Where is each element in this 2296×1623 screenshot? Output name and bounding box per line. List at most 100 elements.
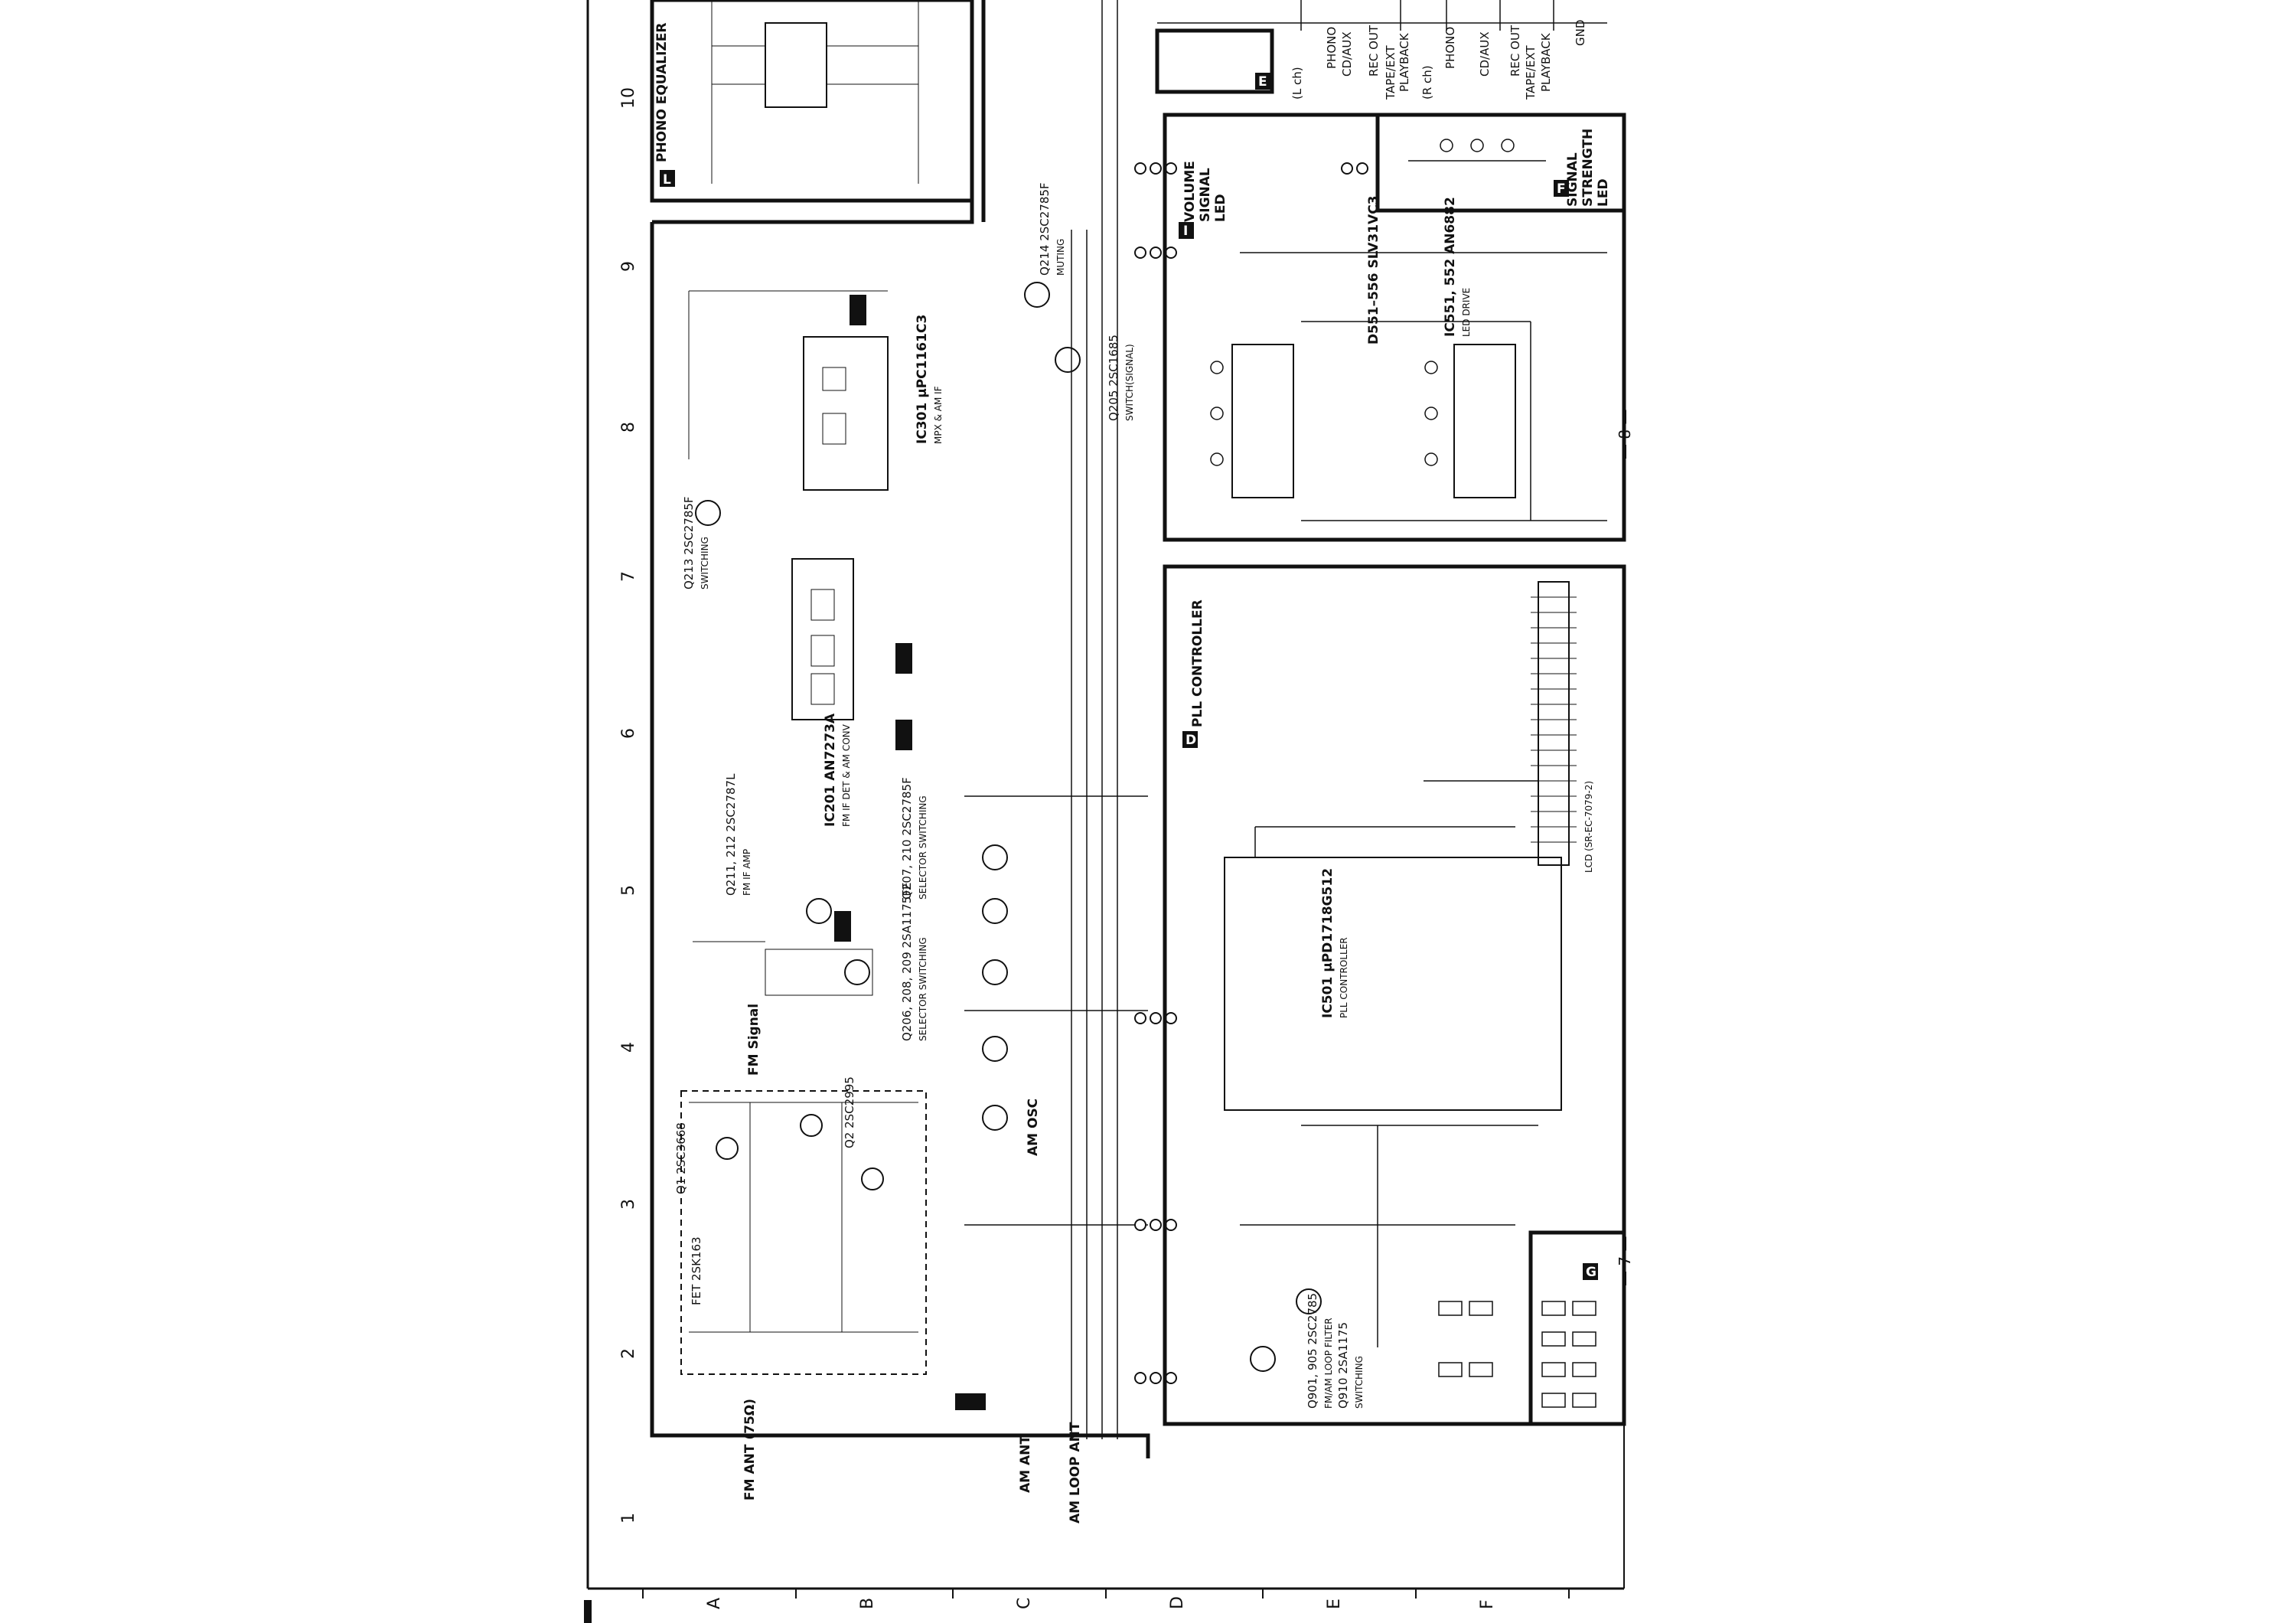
grid-row-8: 8 <box>619 422 638 433</box>
signal-led-title-3: LED <box>1596 178 1611 207</box>
label-q206: Q206, 208, 209 2SA1175FE <box>900 883 914 1041</box>
label-rec-out-l: REC OUT <box>1367 24 1381 77</box>
label-phono-r: PHONO <box>1443 27 1457 69</box>
label-q207: Q207, 210 2SC2785F <box>900 777 914 900</box>
volume-led-title-1: VOLUME <box>1182 161 1198 222</box>
label-q213-role: SWITCHING <box>700 537 710 589</box>
label-q214: Q214 2SC2785F <box>1038 182 1052 276</box>
grid-row-4: 4 <box>619 1042 638 1053</box>
grid-col-a: A <box>705 1598 724 1609</box>
label-l-ch: (L ch) <box>1290 67 1304 100</box>
ic301-body <box>803 336 889 491</box>
fm-frontend-box <box>680 1090 927 1375</box>
ic551-body <box>1231 344 1294 498</box>
label-tape-ext-l: TAPE/EXT <box>1384 45 1397 100</box>
label-q1: Q1 2SC3668 <box>674 1122 688 1194</box>
block-g-switches: G <box>1438 1230 1626 1426</box>
label-am-loop-ant: AM LOOP ANT <box>1068 1422 1083 1523</box>
label-q211-role: FM IF AMP <box>742 849 752 896</box>
label-phono-l: PHONO <box>1325 27 1339 69</box>
label-q214-role: MUTING <box>1055 239 1066 276</box>
grid-col-f: F <box>1478 1599 1497 1609</box>
block-volume-signal-led: I VOLUME SIGNAL LED D551–556 SLV31VC3 IC… <box>1163 113 1626 542</box>
block-letter-box <box>660 170 675 187</box>
label-tape-ext-r: TAPE/EXT <box>1524 45 1538 100</box>
phono-eq-title: PHONO EQUALIZER <box>654 23 670 162</box>
label-ic301: IC301 µPC1161C3 <box>915 315 930 444</box>
pll-letter: D <box>1186 733 1196 748</box>
grid-row-1: 1 <box>619 1513 638 1523</box>
grid-col-d: D <box>1168 1596 1187 1609</box>
ic552-body <box>1453 344 1516 498</box>
volume-led-title-3: LED <box>1213 194 1228 222</box>
ic201-body <box>791 558 854 720</box>
grid-col-e: E <box>1325 1599 1344 1609</box>
label-q211: Q211, 212 2SC2787L <box>724 773 738 896</box>
label-lcd: LCD (SR-EC-7079-2) <box>1583 781 1594 873</box>
label-q213: Q213 2SC2785F <box>682 496 696 589</box>
phono-eq-ic <box>765 22 827 108</box>
label-cd-aux-r: CD/AUX <box>1478 31 1492 77</box>
label-q206-role: SELECTOR SWITCHING <box>918 937 928 1041</box>
grid-col-b: B <box>858 1598 877 1609</box>
volume-led-letter: I <box>1183 224 1188 239</box>
grid-ticks <box>642 1589 1570 1599</box>
signal-led-title-2: STRENGTH <box>1580 129 1596 207</box>
label-cd-aux-l: CD/AUX <box>1340 31 1354 77</box>
label-q910-role: SWITCHING <box>1354 1356 1365 1409</box>
label-ic501: IC501 µPD1718G512 <box>1320 868 1336 1018</box>
label-ic301-role: MPX & AM IF <box>933 386 944 444</box>
block-g-letter: G <box>1586 1265 1596 1280</box>
label-am-osc: AM OSC <box>1026 1099 1041 1156</box>
label-fm-signal: FM Signal <box>746 1004 762 1076</box>
label-ic501-role: PLL CONTROLLER <box>1339 937 1349 1018</box>
label-playback-r: PLAYBACK <box>1539 32 1553 92</box>
label-q2: Q2 2SC2995 <box>843 1076 856 1148</box>
grid-col-c: C <box>1015 1598 1034 1609</box>
block-pll-controller: D PLL CONTROLLER IC501 µPD1718G512 PLL C… <box>1163 564 1626 1426</box>
grid-col-labels: A B C D E F <box>705 1596 1497 1609</box>
block-e-letter: E <box>1258 74 1267 90</box>
label-q205-role: SWITCH(SIGNAL) <box>1124 344 1135 421</box>
grid-row-labels: 10 9 8 7 6 5 4 3 2 1 <box>619 87 638 1523</box>
label-q205: Q205 2SC1685 <box>1107 335 1120 421</box>
connector-bus <box>1134 162 1368 1384</box>
pll-title: PLL CONTROLLER <box>1190 599 1205 727</box>
phono-eq-letter: L <box>663 172 671 188</box>
label-am-ant: AM ANT <box>1018 1435 1033 1493</box>
frame-lines <box>584 0 1625 1623</box>
block-tuner-main: Q1 2SC3668 FET 2SK163 Q2 2SC2995 FM Sign… <box>650 0 1150 1458</box>
label-ic201: IC201 AN7273A <box>823 713 838 827</box>
block-signal-strength-led: F SIGNAL STRENGTH LED <box>1375 113 1626 213</box>
label-playback-l: PLAYBACK <box>1397 32 1411 92</box>
label-ic201-role: FM IF DET & AM CONV <box>841 723 852 827</box>
label-r-ch: (R ch) <box>1420 65 1434 100</box>
label-q901: Q901, 905 2SC2785 <box>1306 1293 1319 1409</box>
label-gnd: GND <box>1574 20 1587 46</box>
block-phono-equalizer: L PHONO EQUALIZER <box>650 0 974 203</box>
label-q910: Q910 2SA1175 <box>1336 1322 1350 1409</box>
ic501-body <box>1224 857 1562 1111</box>
grid-row-5: 5 <box>619 885 638 896</box>
top-input-connectors: E (L ch) PHONO CD/AUX REC OUT TAPE/EXT P… <box>1155 0 1607 100</box>
grid-row-3: 3 <box>619 1199 638 1210</box>
label-q207-role: SELECTOR SWITCHING <box>918 795 928 900</box>
label-ic551-role: LED DRIVE <box>1461 288 1472 337</box>
signal-led-title-1: SIGNAL <box>1565 152 1580 207</box>
lcd-connector <box>1538 581 1570 866</box>
grid-row-6: 6 <box>619 728 638 739</box>
label-fm-ant: FM ANT (75Ω) <box>742 1399 758 1501</box>
label-rec-out-r: REC OUT <box>1508 24 1522 77</box>
grid-row-9: 9 <box>619 261 638 272</box>
test-points <box>834 295 986 1410</box>
label-d551: D551–556 SLV31VC3 <box>1366 195 1381 345</box>
label-fet: FET 2SK163 <box>690 1236 703 1305</box>
grid-row-10: 10 <box>619 87 638 109</box>
grid-row-7: 7 <box>619 571 638 582</box>
grid-row-2: 2 <box>619 1348 638 1359</box>
volume-led-title-2: SIGNAL <box>1198 168 1213 222</box>
signal-led-letter: F <box>1557 181 1566 197</box>
label-q901-role: FM/AM LOOP FILTER <box>1323 1318 1334 1409</box>
label-ic551: IC551, 552 AN6882 <box>1443 197 1458 337</box>
